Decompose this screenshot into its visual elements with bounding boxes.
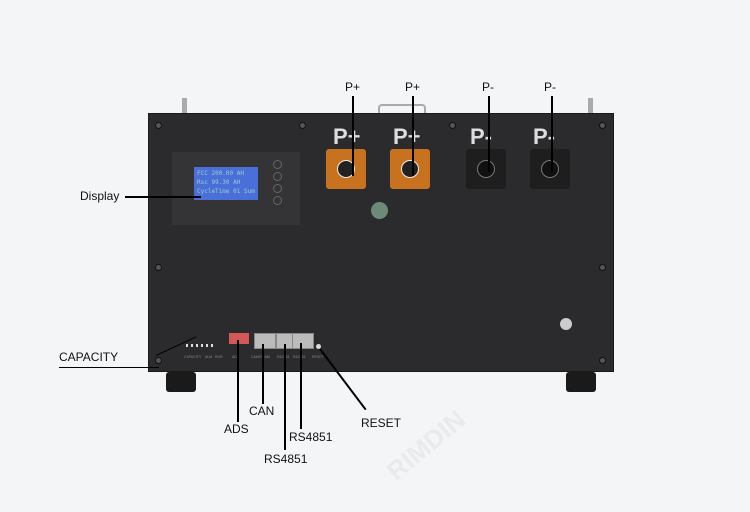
callout-rs4851-b: RS4851 [264, 452, 308, 466]
lcd-value: 01 [233, 188, 241, 195]
terminal-label: P- [470, 124, 492, 149]
lcd-unit: AH [236, 170, 245, 177]
callout-p-minus-2: P- [544, 80, 556, 94]
positive-terminal [390, 149, 430, 189]
foot [166, 372, 196, 392]
capacity-leds [186, 344, 214, 347]
can-label: CAN/RS485 [251, 355, 271, 359]
adr-dip-switch[interactable] [229, 333, 249, 344]
callout-reset: RESET [361, 416, 402, 430]
lcd-screen: FCC 200.00 AH Rsc 99.30 AH CycleTime 01 … [194, 167, 258, 200]
handle-left [182, 98, 187, 114]
capacity-label: CAPACITY [184, 355, 202, 359]
lcd-label: Rsc [197, 179, 208, 186]
callout-display: Display [80, 189, 120, 203]
callout-p-plus-2: P+ [405, 80, 421, 94]
positive-terminal [326, 149, 366, 189]
reset-label: RESET [312, 355, 324, 359]
display-button[interactable] [273, 196, 282, 205]
lcd-unit: AH [233, 179, 241, 186]
power-button[interactable] [371, 202, 388, 219]
foot [566, 372, 596, 392]
adr-label: ADr [232, 355, 239, 359]
lcd-unit: Sum [244, 188, 255, 195]
display-button[interactable] [273, 160, 282, 169]
callout-p-plus-1: P+ [345, 80, 361, 94]
terminal-label: P+ [333, 124, 361, 149]
rs485-port-2[interactable] [292, 333, 314, 349]
callout-capacity: CAPACITY [59, 350, 119, 364]
callout-ads: ADS [224, 422, 249, 436]
lcd-value: 200.00 [211, 170, 234, 177]
rs485-2-label: RS4851 [293, 355, 306, 359]
callout-p-minus-1: P- [482, 80, 494, 94]
callout-rs4851-a: RS4851 [289, 430, 333, 444]
lcd-label: CycleTime [197, 188, 230, 195]
callout-can: CAN [249, 404, 275, 418]
terminal-label: P+ [393, 124, 421, 149]
lcd-label: FCC [197, 170, 208, 177]
lcd-value: 99.30 [211, 179, 230, 186]
can-port[interactable] [254, 333, 276, 349]
handle-right [588, 98, 593, 114]
alm-label: ALM [205, 355, 213, 359]
ground-icon [560, 318, 572, 330]
terminal-label: P- [533, 124, 555, 149]
display-button[interactable] [273, 184, 282, 193]
handle-top [378, 104, 426, 115]
negative-terminal [530, 149, 570, 189]
negative-terminal [466, 149, 506, 189]
run-label: RUN [215, 355, 223, 359]
display-button[interactable] [273, 172, 282, 181]
rs485-1-label: RS4851 [277, 355, 290, 359]
reset-button[interactable] [316, 344, 321, 349]
